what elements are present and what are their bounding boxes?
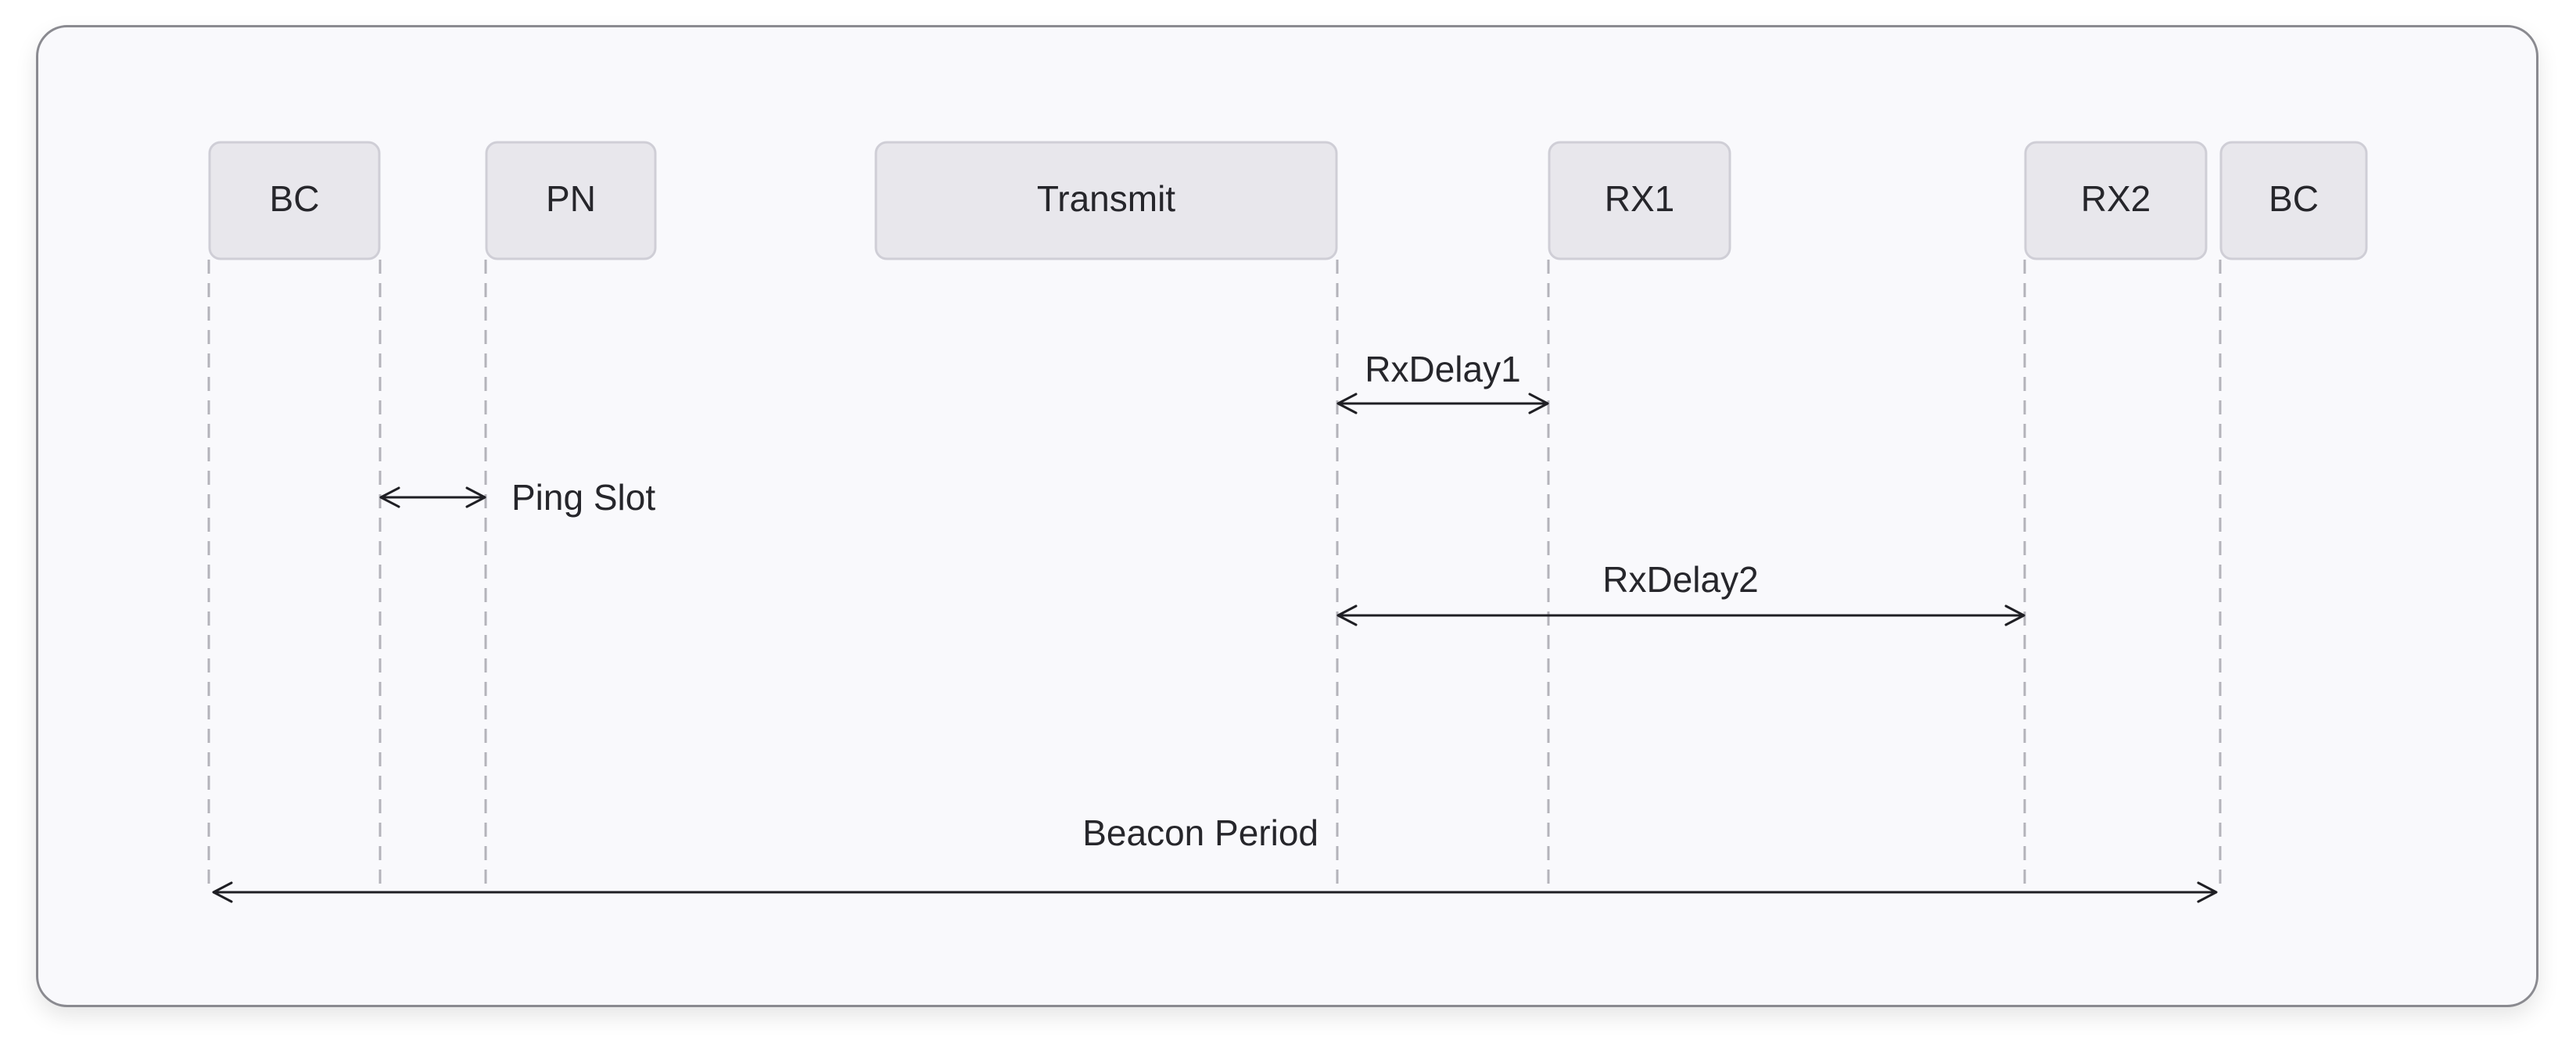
interval-beacon-period: Beacon Period — [212, 812, 2218, 903]
ping-slot-arrow-right-head — [465, 486, 486, 508]
box-rx1: RX1 — [1548, 141, 1731, 260]
box-rx2-rect — [2024, 141, 2208, 260]
interval-rx-delay-1: RxDelay1 — [1336, 349, 1549, 414]
box-transmit: Transmit — [874, 141, 1338, 260]
box-pn-label: PN — [546, 178, 596, 219]
rx-delay-1-label: RxDelay1 — [1365, 349, 1520, 389]
box-rx1-rect — [1548, 141, 1731, 260]
box-rx1-label: RX1 — [1605, 178, 1674, 219]
rx-delay-2-arrow-right-head — [2004, 604, 2025, 626]
rx-delay-1-arrow-left-head — [1336, 393, 1358, 414]
interval-rx-delay-2: RxDelay2 — [1336, 559, 2025, 626]
interval-ping-slot: Ping Slot — [379, 477, 655, 518]
rx-delay-1-arrow-right-head — [1528, 393, 1549, 414]
beacon-period-arrow-right-head — [2197, 881, 2218, 903]
rx-delay-2-label: RxDelay2 — [1602, 559, 1758, 600]
ping-slot-arrow-left-head — [379, 486, 400, 508]
box-bc-end: BC — [2219, 141, 2368, 260]
box-pn: PN — [485, 141, 657, 260]
box-bc-start: BC — [208, 141, 381, 260]
box-rx2-label: RX2 — [2081, 178, 2151, 219]
beacon-period-label: Beacon Period — [1082, 812, 1318, 853]
box-bc-end-rect — [2219, 141, 2368, 260]
box-transmit-rect — [874, 141, 1338, 260]
guide-lines — [207, 260, 2222, 891]
rx-delay-2-arrow-left-head — [1336, 604, 1358, 626]
box-transmit-label: Transmit — [1037, 178, 1175, 219]
box-bc-end-label: BC — [2269, 178, 2319, 219]
box-bc-start-label: BC — [270, 178, 320, 219]
beacon-period-arrow-left-head — [212, 881, 233, 903]
ping-slot-label: Ping Slot — [511, 477, 655, 518]
box-pn-rect — [485, 141, 657, 260]
box-bc-start-rect — [208, 141, 381, 260]
box-rx2: RX2 — [2024, 141, 2208, 260]
